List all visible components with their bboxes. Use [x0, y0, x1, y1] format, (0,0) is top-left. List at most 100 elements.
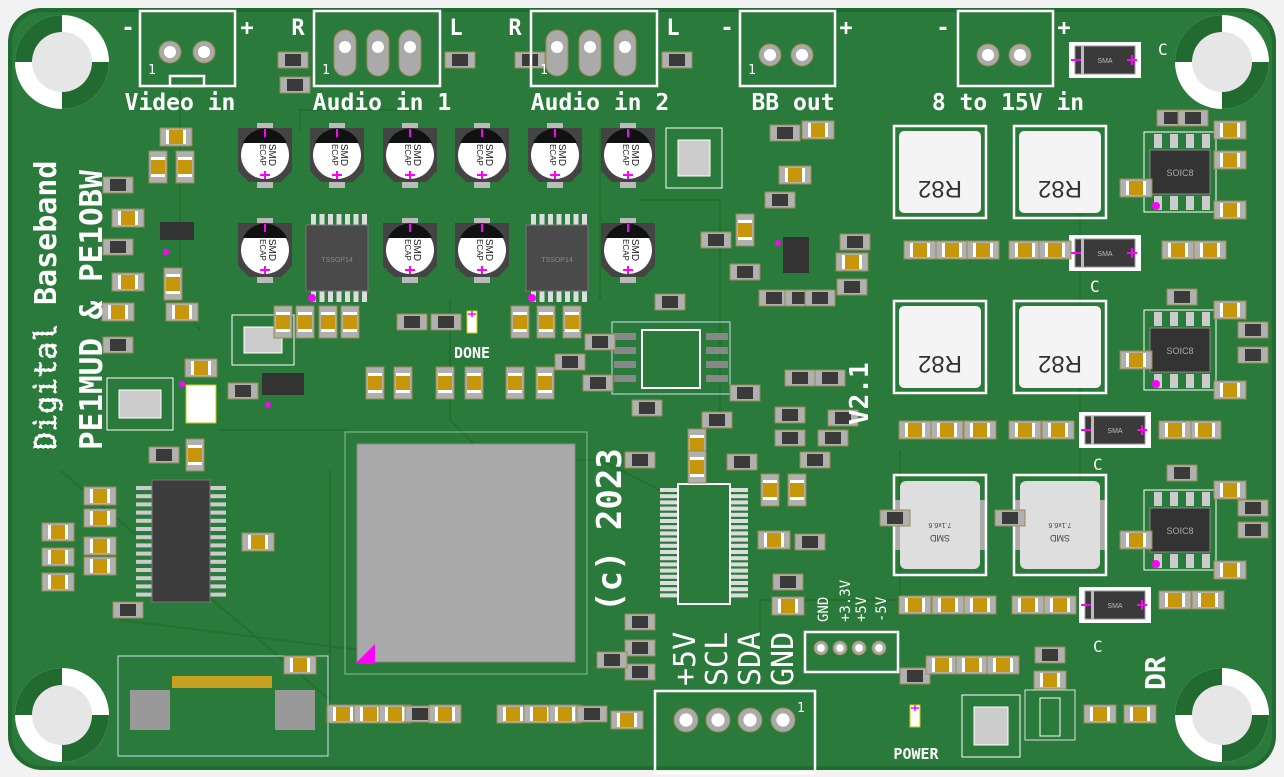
cap-text: SMD — [266, 144, 277, 166]
cap-end — [1237, 123, 1240, 137]
resistor-body — [285, 54, 301, 66]
cap-ceramic — [50, 550, 66, 564]
capacitor — [83, 536, 117, 556]
connector-bb-out[interactable] — [738, 9, 837, 88]
capacitor — [295, 305, 315, 339]
pin1-marker — [528, 294, 536, 302]
connector-audio-in-1[interactable] — [312, 9, 442, 88]
resistor — [774, 429, 806, 447]
resistor-body — [584, 708, 600, 720]
cap-end — [910, 243, 913, 257]
resistor-body — [709, 414, 725, 426]
capacitor — [1213, 380, 1247, 400]
capacitor — [41, 572, 75, 592]
cap-end — [970, 598, 973, 612]
cap-ceramic — [1128, 533, 1144, 547]
inductor-outline — [1012, 299, 1108, 395]
cap-end — [166, 274, 180, 277]
supply-label-3v3: +3.3V — [838, 579, 854, 622]
mounting-hole — [15, 15, 109, 109]
ic-pin — [539, 214, 545, 226]
cap-ceramic — [939, 423, 955, 437]
capacitor — [148, 150, 168, 184]
ic-pin — [660, 550, 678, 554]
inductor-text: R82 — [1038, 350, 1082, 377]
resistor — [758, 289, 790, 307]
capacitor — [1213, 300, 1247, 320]
ic-pin — [208, 551, 226, 556]
cap-ceramic — [1222, 153, 1238, 167]
cap-end — [1126, 533, 1129, 547]
supply-label-gnd: GND — [816, 597, 832, 622]
cap-pad — [620, 180, 636, 188]
capacitor — [163, 267, 183, 301]
cap-end — [183, 130, 186, 144]
capacitor — [428, 704, 462, 724]
pin-hole — [875, 644, 883, 652]
connector-i2c[interactable] — [653, 689, 817, 775]
cap-marker-c: C — [1090, 277, 1100, 296]
capacitor — [1011, 595, 1045, 615]
ic-pin — [573, 214, 579, 226]
cap-ceramic — [1042, 673, 1058, 687]
cap-end — [191, 361, 194, 375]
cap-end — [48, 525, 51, 539]
cap-ceramic — [298, 314, 312, 330]
resistor-body — [1164, 112, 1180, 124]
connector-video-in[interactable] — [138, 9, 237, 88]
cap-ceramic — [362, 707, 378, 721]
pwr-minus: - — [936, 16, 949, 41]
cap-ceramic — [151, 159, 165, 175]
ic-pin — [136, 559, 154, 564]
ic-pin — [345, 290, 350, 302]
capacitor — [1161, 240, 1195, 260]
resistor — [726, 453, 758, 471]
ic-pin — [208, 527, 226, 531]
resistor-body — [604, 654, 620, 666]
resistor-body — [792, 292, 808, 304]
resistor — [1034, 646, 1066, 664]
connector-supply[interactable] — [803, 630, 900, 674]
cap-end — [438, 390, 452, 393]
resistor — [444, 51, 476, 69]
resistor — [1237, 321, 1269, 339]
cap-end — [166, 130, 169, 144]
cap-end — [1220, 563, 1223, 577]
ic-pin — [1186, 312, 1194, 326]
cap-pad — [620, 218, 636, 226]
ic-pin — [730, 531, 748, 536]
resistor-body — [780, 576, 796, 588]
ic-pin — [660, 562, 678, 567]
cap-end — [1050, 598, 1053, 612]
board-authors: PE1MUD & PE1OBW — [74, 170, 110, 450]
resistor-body — [110, 339, 126, 351]
ic-pin — [1170, 312, 1178, 326]
ic-pin — [1202, 554, 1210, 568]
cap-end — [634, 713, 637, 727]
connector-power-in[interactable] — [956, 9, 1055, 88]
diode-body — [1074, 238, 1136, 268]
ic-pin — [660, 581, 678, 585]
ic-text: SOIC8 — [1166, 526, 1193, 536]
crystal — [185, 384, 217, 424]
cap-end — [1040, 673, 1043, 687]
ic-pin — [730, 512, 748, 517]
cap-end — [1185, 243, 1188, 257]
ic-pin — [539, 290, 545, 302]
cap-end — [125, 305, 128, 319]
ic-pin — [136, 584, 154, 589]
cap-end — [1237, 153, 1240, 167]
ic-pin — [706, 333, 728, 340]
resistor-body — [632, 454, 648, 466]
resistor — [814, 369, 846, 387]
pin1-marker — [308, 294, 316, 302]
cap-end — [307, 658, 310, 672]
cap-end — [1143, 353, 1146, 367]
ic-pin — [1154, 492, 1162, 506]
i2c-label-gnd: GND — [766, 632, 801, 686]
connector-audio-in-2[interactable] — [529, 9, 659, 88]
cap-end — [970, 423, 973, 437]
capacitor — [1119, 178, 1153, 198]
